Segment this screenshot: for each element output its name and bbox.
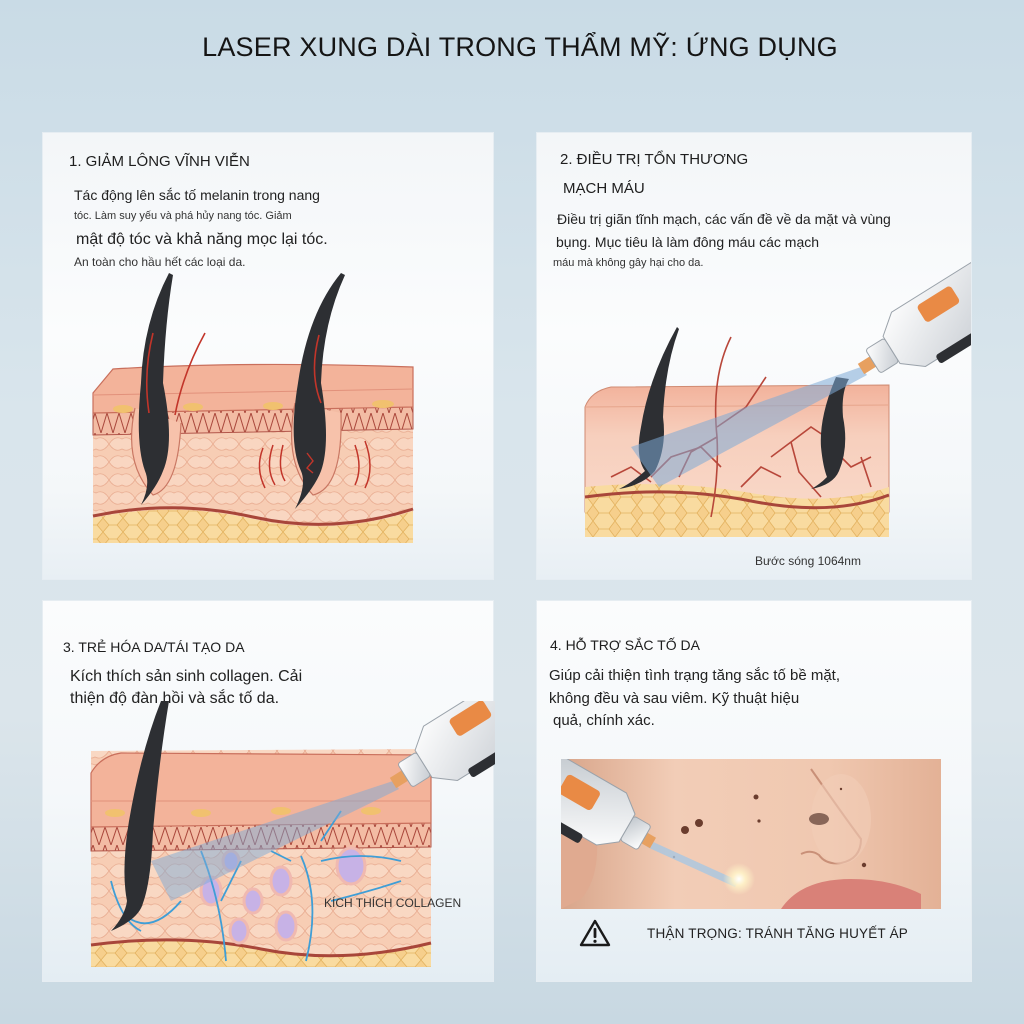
panel-text-line: Kích thích sản sinh collagen. Cải bbox=[70, 668, 303, 685]
panel-text-line: tóc. Làm suy yếu và phá hủy nang tóc. Gi… bbox=[74, 210, 292, 222]
panel-vascular-lesions: 2. ĐIỀU TRỊ TỔN THƯƠNG MẠCH MÁU Điều trị… bbox=[536, 132, 972, 580]
panel-heading: MẠCH MÁU bbox=[563, 180, 645, 197]
warning-triangle-icon bbox=[579, 919, 611, 947]
panel-heading: 1. GIẢM LÔNG VĨNH VIỄN bbox=[69, 153, 250, 170]
panel-text-line: mật độ tóc và khả năng mọc lại tóc. bbox=[76, 231, 328, 248]
panel-heading: 3. TRẺ HÓA DA/TÁI TẠO DA bbox=[63, 639, 245, 655]
panel-heading: 4. HỖ TRỢ SẮC TỐ DA bbox=[550, 637, 700, 653]
panel-text-line: máu mà không gây hại cho da. bbox=[553, 257, 704, 269]
panel-text-line: quả, chính xác. bbox=[553, 712, 655, 729]
panel-text-line: An toàn cho hầu hết các loại da. bbox=[74, 255, 246, 269]
collagen-annotation: KÍCH THÍCH COLLAGEN bbox=[324, 896, 462, 910]
warning-row: THẬN TRỌNG: TRÁNH TĂNG HUYẾT ÁP bbox=[579, 919, 908, 947]
panel-text-line: Điều trị giãn tĩnh mạch, các vấn đề về d… bbox=[557, 211, 891, 227]
panel-heading: 2. ĐIỀU TRỊ TỔN THƯƠNG bbox=[560, 151, 749, 168]
vascular-laser-illustration bbox=[584, 261, 971, 537]
page-title: LASER XUNG DÀI TRONG THẨM MỸ: ỨNG DỤNG bbox=[202, 32, 838, 62]
panel-skin-rejuvenation: 3. TRẺ HÓA DA/TÁI TẠO DA Kích thích sản … bbox=[42, 600, 495, 982]
panel-text-line: thiện độ đàn hồi và sắc tố da. bbox=[70, 690, 280, 707]
face-pigmentation-illustration bbox=[561, 759, 941, 909]
wavelength-caption: Bước sóng 1064nm bbox=[755, 554, 861, 568]
panel-text-line: Giúp cải thiện tình trạng tăng sắc tố bề… bbox=[549, 667, 841, 684]
hair-follicle-illustration bbox=[92, 273, 414, 543]
panel-text-line: bụng. Mục tiêu là làm đông máu các mạch bbox=[556, 234, 820, 250]
panel-pigmentation: 4. HỖ TRỢ SẮC TỐ DA Giúp cải thiện tình … bbox=[536, 600, 972, 982]
panel-text-line: không đều và sau viêm. Kỹ thuật hiệu bbox=[549, 690, 800, 707]
collagen-stimulation-illustration bbox=[90, 701, 495, 967]
warning-text: THẬN TRỌNG: TRÁNH TĂNG HUYẾT ÁP bbox=[647, 925, 908, 941]
panel-hair-removal: 1. GIẢM LÔNG VĨNH VIỄN Tác động lên sắc … bbox=[42, 132, 494, 580]
panel-text-line: Tác động lên sắc tố melanin trong nang bbox=[74, 187, 320, 203]
